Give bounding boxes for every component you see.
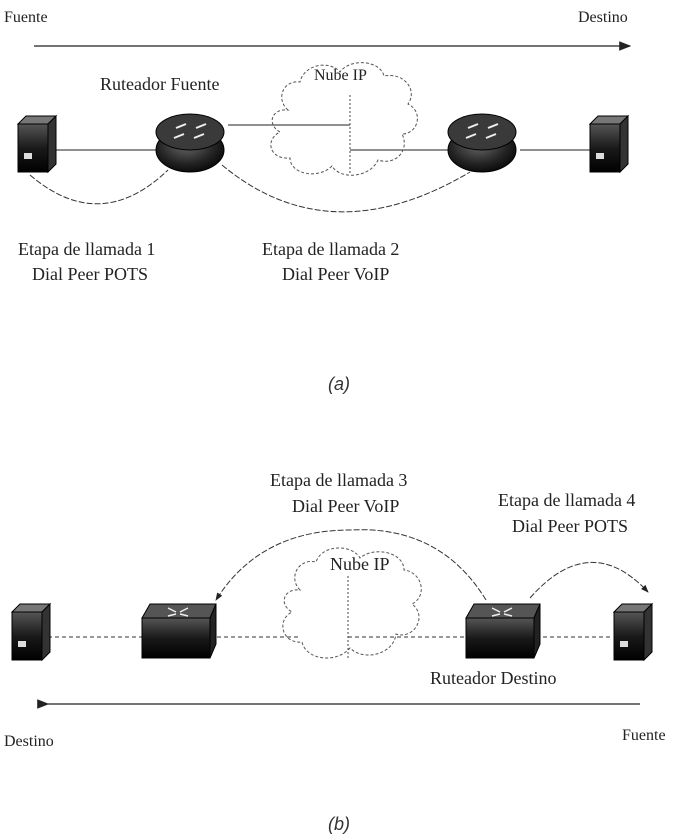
call-leg-2-arc [221,164,471,213]
router-label: Ruteador Fuente [100,74,219,94]
call-leg-3-title: Etapa de llamada 3 [270,470,407,490]
phone-switch-icon [588,114,630,174]
panel-b: Etapa de llamada 3 Dial Peer VoIP Etapa … [4,470,666,834]
cloud-icon [282,547,422,659]
call-leg-4-arc [529,561,649,599]
cloud-label: Nube IP [314,67,367,84]
call-leg-3-arc [215,529,487,601]
flow-destination-label: Destino [4,733,54,750]
flow-destination-label: Destino [578,9,628,26]
router-icon [155,113,225,173]
call-leg-2-title: Etapa de llamada 2 [262,239,399,259]
router-box-icon [141,603,217,659]
call-leg-2-peer: Dial Peer VoIP [282,264,389,284]
call-leg-4-title: Etapa de llamada 4 [498,490,635,510]
phone-switch-icon [612,602,654,662]
router-label: Ruteador Destino [430,668,556,688]
panel-a-label: (a) [328,374,350,394]
router-box-icon [465,603,541,659]
call-leg-1-peer: Dial Peer POTS [32,264,148,284]
call-leg-1-arc [29,169,169,205]
phone-switch-icon [10,602,52,662]
panel-b-label: (b) [328,814,350,834]
call-leg-4-peer: Dial Peer POTS [512,516,628,536]
flow-source-label: Fuente [4,9,48,26]
call-leg-3-peer: Dial Peer VoIP [292,496,399,516]
flow-source-label: Fuente [622,727,666,744]
router-icon [447,113,517,173]
panel-a: Fuente Destino Ruteador Fuente Nube IP [4,9,632,394]
call-leg-1-title: Etapa de llamada 1 [18,239,155,259]
cloud-label: Nube IP [330,554,390,574]
phone-switch-icon [16,114,58,174]
